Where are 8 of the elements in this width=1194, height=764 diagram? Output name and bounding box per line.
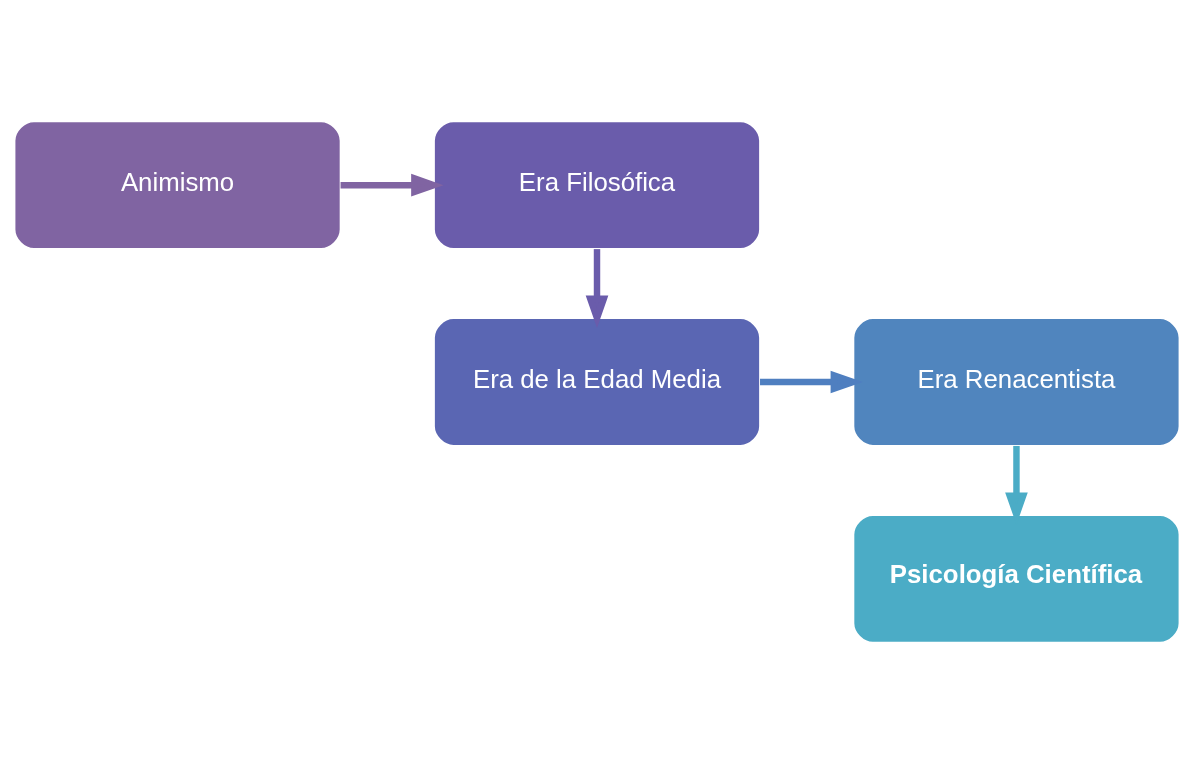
node-box: Animismo (13, 120, 342, 250)
arrow (760, 370, 863, 394)
node-box: Psicología Científica (852, 514, 1181, 644)
arrow (585, 249, 609, 328)
node-box: Era de la Edad Media (433, 317, 761, 447)
node-box: Era Renacentista (852, 317, 1181, 447)
node-box: Era Filosófica (433, 120, 761, 250)
arrow (340, 173, 444, 197)
